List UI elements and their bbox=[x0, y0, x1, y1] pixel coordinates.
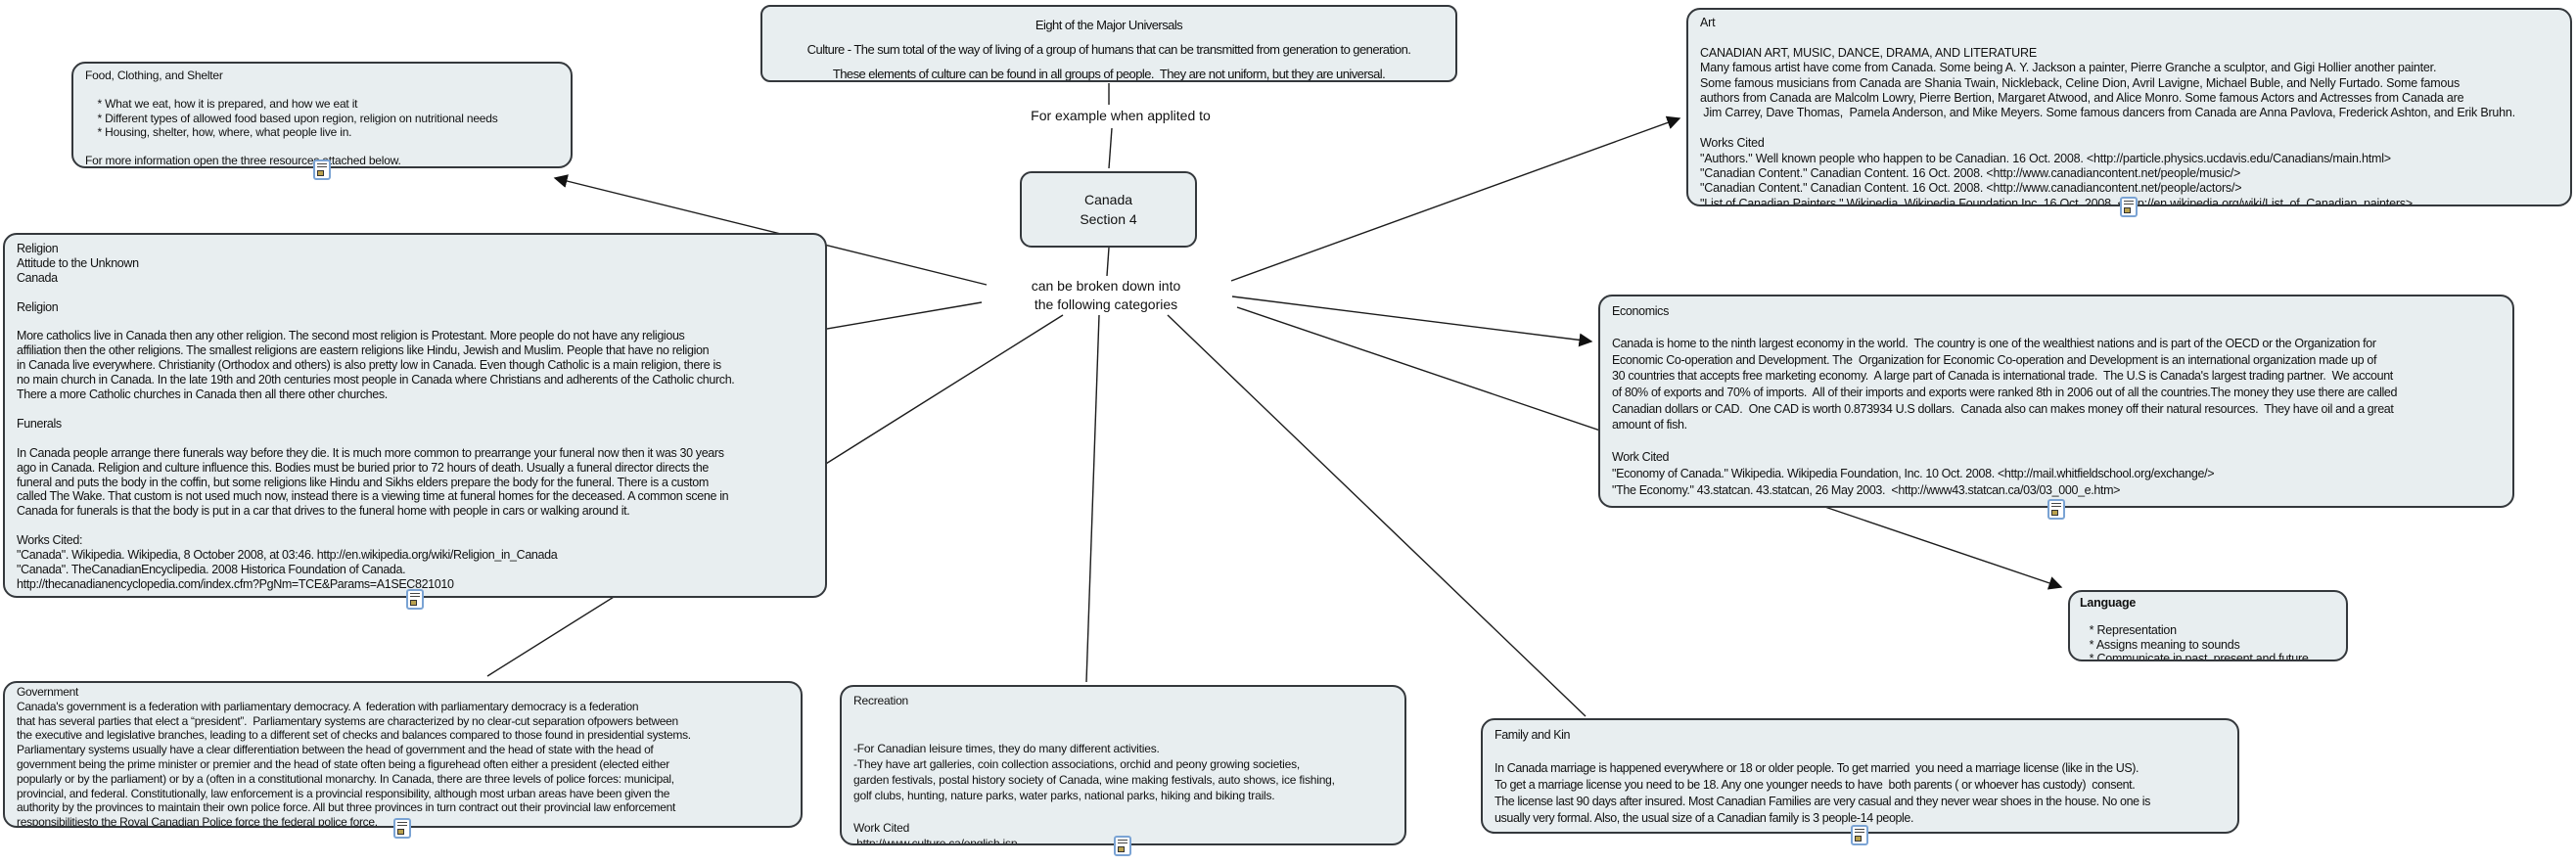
link-label-for-example[interactable]: For example when applited to bbox=[1031, 108, 1211, 123]
node-body: Attitude to the Unknown Canada Religion … bbox=[17, 255, 735, 591]
note-attachment-icon[interactable] bbox=[2120, 197, 2138, 217]
node-religion[interactable]: Religion Attitude to the Unknown Canada … bbox=[3, 233, 827, 598]
connector-to-economics bbox=[1231, 296, 1593, 347]
node-title: Art bbox=[1700, 16, 1716, 29]
node-title: Canada bbox=[1083, 192, 1133, 207]
node-title: Economics bbox=[1612, 304, 1669, 318]
node-title: Recreation bbox=[853, 694, 909, 707]
node-title: Family and Kin bbox=[1495, 728, 1571, 742]
note-attachment-icon[interactable] bbox=[393, 818, 411, 839]
node-body: Canada is home to the ninth largest econ… bbox=[1612, 337, 2398, 497]
node-language[interactable]: Language * Representation * Assigns mean… bbox=[2068, 590, 2348, 661]
connector-example-label-to-canada bbox=[1108, 127, 1113, 169]
connector-canada-to-broken-label bbox=[1106, 247, 1110, 277]
note-attachment-icon[interactable] bbox=[2047, 499, 2065, 520]
connector-to-family bbox=[1167, 314, 1587, 717]
connector-to-art bbox=[1230, 115, 1681, 282]
node-title: Government bbox=[17, 685, 79, 699]
node-canada-section-4[interactable]: Canada Section 4 bbox=[1020, 171, 1197, 248]
connector-to-recreation bbox=[1085, 314, 1100, 683]
node-body: CANADIAN ART, MUSIC, DANCE, DRAMA, AND L… bbox=[1700, 45, 2515, 206]
node-body: * Representation * Assigns meaning to so… bbox=[2089, 623, 2309, 661]
node-art[interactable]: Art CANADIAN ART, MUSIC, DANCE, DRAMA, A… bbox=[1686, 8, 2572, 206]
node-recreation[interactable]: Recreation -For Canadian leisure times, … bbox=[840, 685, 1406, 845]
node-body: Culture - The sum total of the way of li… bbox=[806, 42, 1411, 81]
node-economics[interactable]: Economics Canada is home to the ninth la… bbox=[1598, 295, 2514, 508]
node-food-clothing-shelter[interactable]: Food, Clothing, and Shelter * What we ea… bbox=[71, 62, 573, 168]
node-title: Eight of the Major Universals bbox=[1035, 18, 1183, 32]
node-body: -For Canadian leisure times, they do man… bbox=[853, 741, 1335, 845]
node-eight-major-universals[interactable]: Eight of the Major Universals Culture - … bbox=[760, 5, 1457, 82]
node-title: Language bbox=[2080, 596, 2137, 610]
node-body: Canada's government is a federation with… bbox=[17, 699, 691, 828]
note-attachment-icon[interactable] bbox=[1114, 836, 1131, 856]
node-body: Section 4 bbox=[1080, 211, 1137, 227]
node-title: Food, Clothing, and Shelter bbox=[85, 68, 223, 82]
node-title: Religion bbox=[17, 242, 59, 255]
link-label-broken-down[interactable]: can be broken down into the following ca… bbox=[1031, 278, 1181, 312]
node-body: In Canada marriage is happened everywher… bbox=[1495, 761, 2151, 825]
node-family-and-kin[interactable]: Family and Kin In Canada marriage is hap… bbox=[1481, 718, 2239, 834]
node-government[interactable]: Government Canada's government is a fede… bbox=[3, 681, 803, 828]
node-body: * What we eat, how it is prepared, and h… bbox=[85, 97, 498, 167]
note-attachment-icon[interactable] bbox=[406, 589, 424, 610]
note-attachment-icon[interactable] bbox=[313, 159, 331, 180]
note-attachment-icon[interactable] bbox=[1851, 825, 1868, 845]
